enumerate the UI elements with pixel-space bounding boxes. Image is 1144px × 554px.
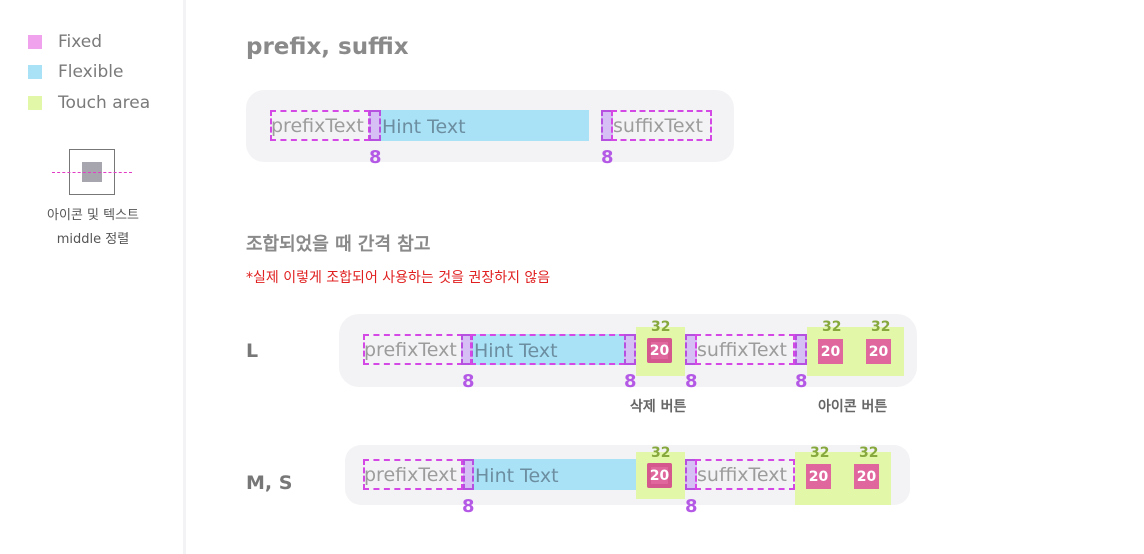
delete-button-caption: 삭제 버튼: [630, 399, 687, 415]
gap-spacer: [795, 334, 807, 365]
touch-size-label: 32: [871, 319, 891, 335]
gap-label: 8: [462, 496, 475, 517]
hint-text: Hint Text: [382, 116, 466, 138]
gap-label: 8: [369, 147, 382, 168]
legend-item-touch-area: Touch area: [28, 93, 150, 113]
clear-icon[interactable]: 20: [647, 338, 672, 363]
touch-size-label: 32: [651, 445, 671, 461]
icon-button-caption: 아이콘 버튼: [818, 399, 888, 415]
gap-label: 8: [685, 496, 698, 517]
suffix-text: suffixText: [697, 339, 787, 361]
section-title-combination: 조합되었을 때 간격 참고: [246, 234, 431, 255]
action-icon[interactable]: 20: [806, 464, 831, 489]
suffix-box: [611, 110, 712, 141]
touch-size-label: 32: [859, 445, 879, 461]
warning-note: *실제 이렇게 조합되어 사용하는 것을 권장하지 않음: [246, 270, 551, 286]
hint-flexible-area: [474, 459, 636, 490]
legend-label: Fixed: [58, 32, 103, 52]
gap-label: 8: [601, 147, 614, 168]
gap-spacer: [463, 459, 474, 490]
gap-spacer: [624, 334, 636, 365]
suffix-text: suffixText: [697, 464, 787, 486]
legend-item-flexible: Flexible: [28, 62, 123, 82]
prefix-box: [363, 459, 463, 490]
gap-label: 8: [462, 371, 475, 392]
align-note-line1: 아이콘 및 텍스트: [47, 208, 139, 223]
touch-size-label: 32: [651, 319, 671, 335]
prefix-text: prefixText: [271, 115, 364, 137]
action-icon[interactable]: 20: [866, 339, 891, 364]
touch-size-label: 32: [822, 319, 842, 335]
legend-label: Flexible: [58, 62, 124, 82]
suffix-box: [695, 459, 795, 490]
legend-item-fixed: Fixed: [28, 32, 102, 52]
fixed-swatch: [28, 35, 42, 49]
gap-label: 8: [795, 371, 808, 392]
action-icon[interactable]: 20: [854, 464, 879, 489]
suffix-text: suffixText: [613, 115, 703, 137]
gap-label: 8: [624, 371, 637, 392]
middle-guide-line: [52, 172, 132, 173]
hint-flexible-area: [381, 110, 589, 141]
touch-area-swatch: [28, 96, 42, 110]
action-icon[interactable]: 20: [818, 339, 843, 364]
prefix-text: prefixText: [364, 464, 457, 486]
hint-flexible-area: [473, 334, 624, 365]
clear-icon[interactable]: 20: [647, 463, 672, 488]
align-note-line2: middle 정렬: [56, 232, 130, 247]
prefix-text: prefixText: [364, 339, 457, 361]
gap-spacer: [369, 110, 381, 141]
flexible-swatch: [28, 65, 42, 79]
gap-label: 8: [685, 371, 698, 392]
suffix-box: [695, 334, 795, 365]
legend-sidebar: Fixed Flexible Touch area 아이콘 및 텍스트 midd…: [0, 0, 186, 554]
row-label-l: L: [246, 340, 259, 362]
touch-size-label: 32: [810, 445, 830, 461]
hint-text: Hint Text: [474, 340, 558, 362]
section-title-prefix-suffix: prefix, suffix: [246, 34, 409, 60]
legend-label: Touch area: [58, 93, 151, 113]
hint-text: Hint Text: [475, 465, 559, 487]
row-label-ms: M, S: [246, 472, 293, 494]
